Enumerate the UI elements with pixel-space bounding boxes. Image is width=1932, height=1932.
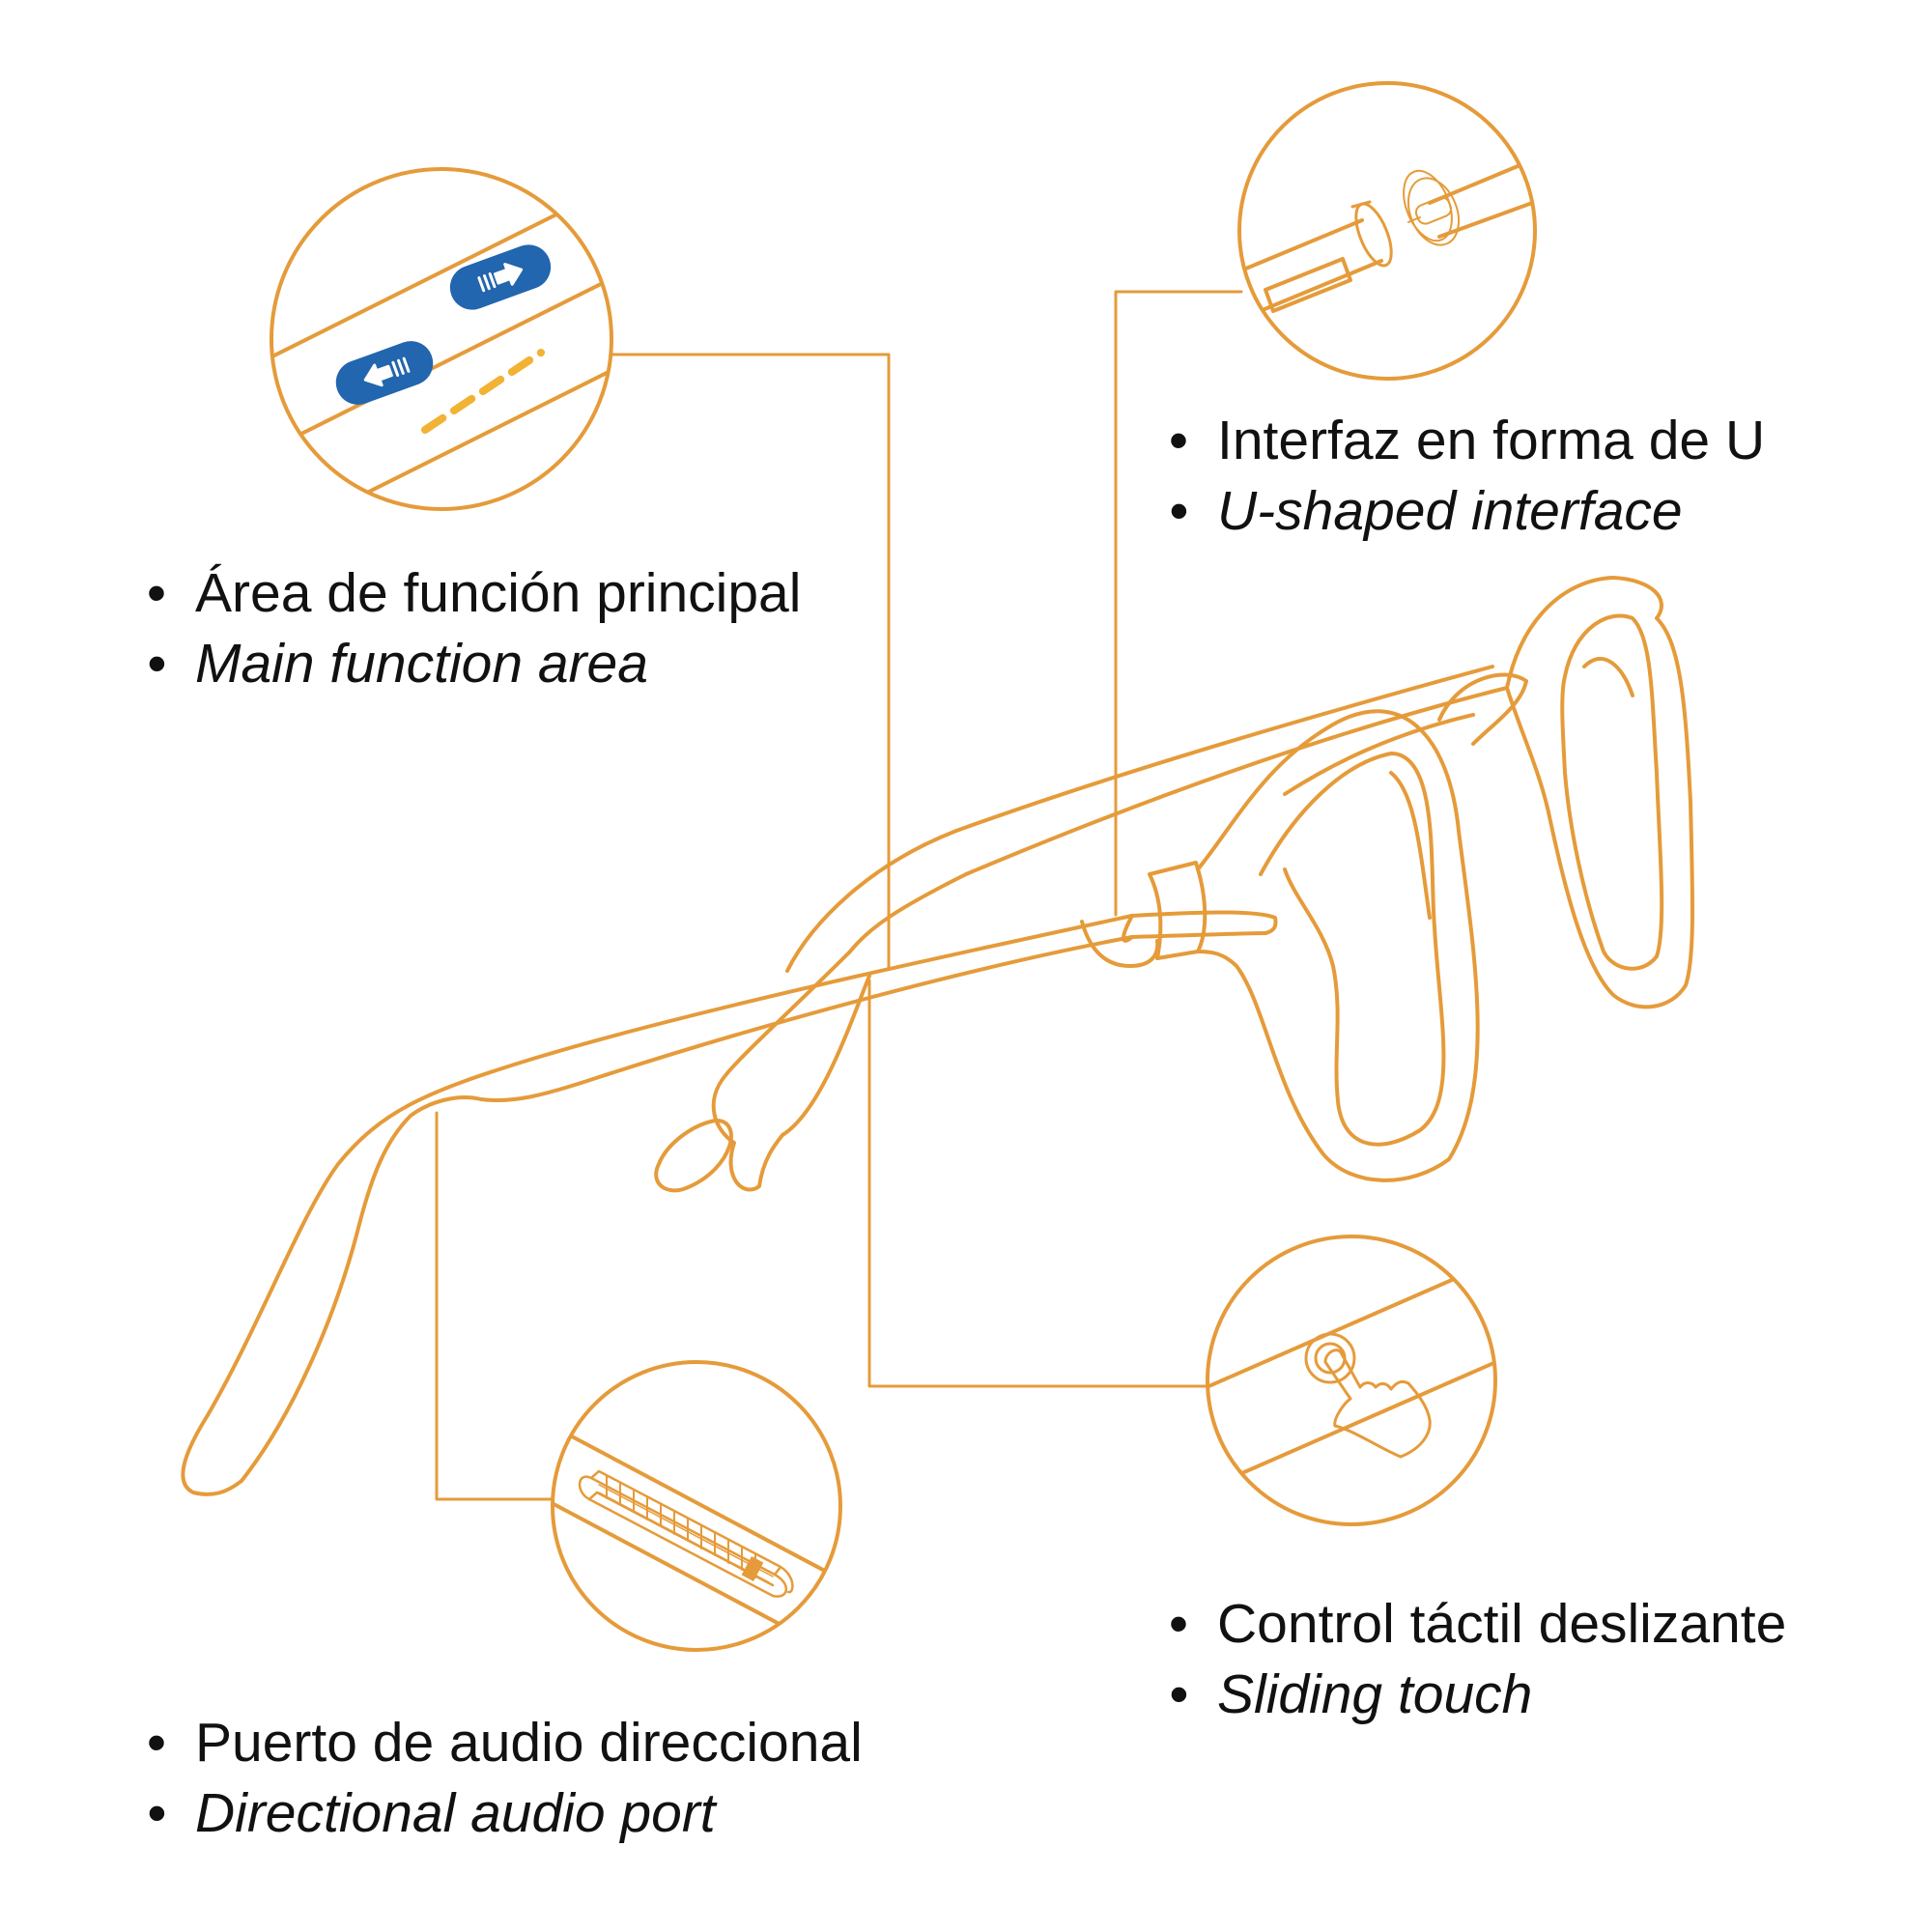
label-main-function-en: Main function area — [195, 633, 648, 695]
bullet: • — [147, 1712, 166, 1774]
leader-touch — [867, 979, 1209, 1388]
label-u-interface: • Interfaz en forma de U • U-shaped interf… — [1169, 406, 1765, 547]
label-u-interface-es: Interfaz en forma de U — [1217, 410, 1766, 471]
bullet: • — [1169, 1593, 1188, 1655]
bullet: • — [147, 562, 166, 624]
touch-hand-icon — [1304, 1332, 1432, 1459]
bullet: • — [1169, 410, 1188, 471]
bullet: • — [147, 633, 166, 695]
leader-audio — [435, 1111, 554, 1501]
bullet: • — [1169, 1663, 1188, 1725]
callout-audio-circle — [551, 1360, 842, 1652]
hinge-u-interface — [1080, 861, 1278, 968]
swipe-back-button — [335, 341, 434, 405]
callout-touch-circle — [1206, 1235, 1497, 1526]
arrow-left-icon — [363, 356, 411, 387]
callout-main-function-circle — [270, 167, 613, 511]
bullet: • — [1169, 480, 1188, 542]
u-connector-icon — [1350, 169, 1461, 268]
bridge — [1283, 672, 1528, 796]
label-u-interface-en: U-shaped interface — [1217, 480, 1683, 542]
leader-main-function — [610, 353, 891, 971]
smart-glasses-illustration — [181, 576, 1695, 1496]
label-touch-es: Control táctil deslizante — [1217, 1593, 1787, 1655]
far-lens-rim — [1505, 576, 1695, 1009]
label-main-function: • Área de función principal • Main functio… — [147, 558, 801, 699]
bullet: • — [147, 1782, 166, 1844]
near-lens-rim — [1196, 709, 1480, 1182]
label-audio-en: Directional audio port — [195, 1782, 716, 1844]
label-audio: • Puerto de audio direccional • Directiona… — [147, 1708, 863, 1849]
label-audio-es: Puerto de audio direccional — [195, 1712, 863, 1774]
speaker-grille-icon — [578, 1469, 794, 1598]
label-touch-en: Sliding touch — [1217, 1663, 1533, 1725]
label-main-function-es: Área de función principal — [195, 562, 802, 624]
leader-u-interface — [1114, 290, 1243, 917]
leader-lines — [435, 290, 1243, 1501]
arrow-right-icon — [477, 263, 524, 293]
far-temple-arm — [654, 665, 1509, 1193]
swipe-forward-button — [449, 244, 552, 310]
label-touch: • Control táctil deslizante • Sliding touc… — [1169, 1589, 1786, 1730]
near-temple-arm — [181, 914, 1134, 1496]
callout-u-interface-circle — [1237, 81, 1537, 381]
led-dash-indicator — [421, 349, 545, 434]
